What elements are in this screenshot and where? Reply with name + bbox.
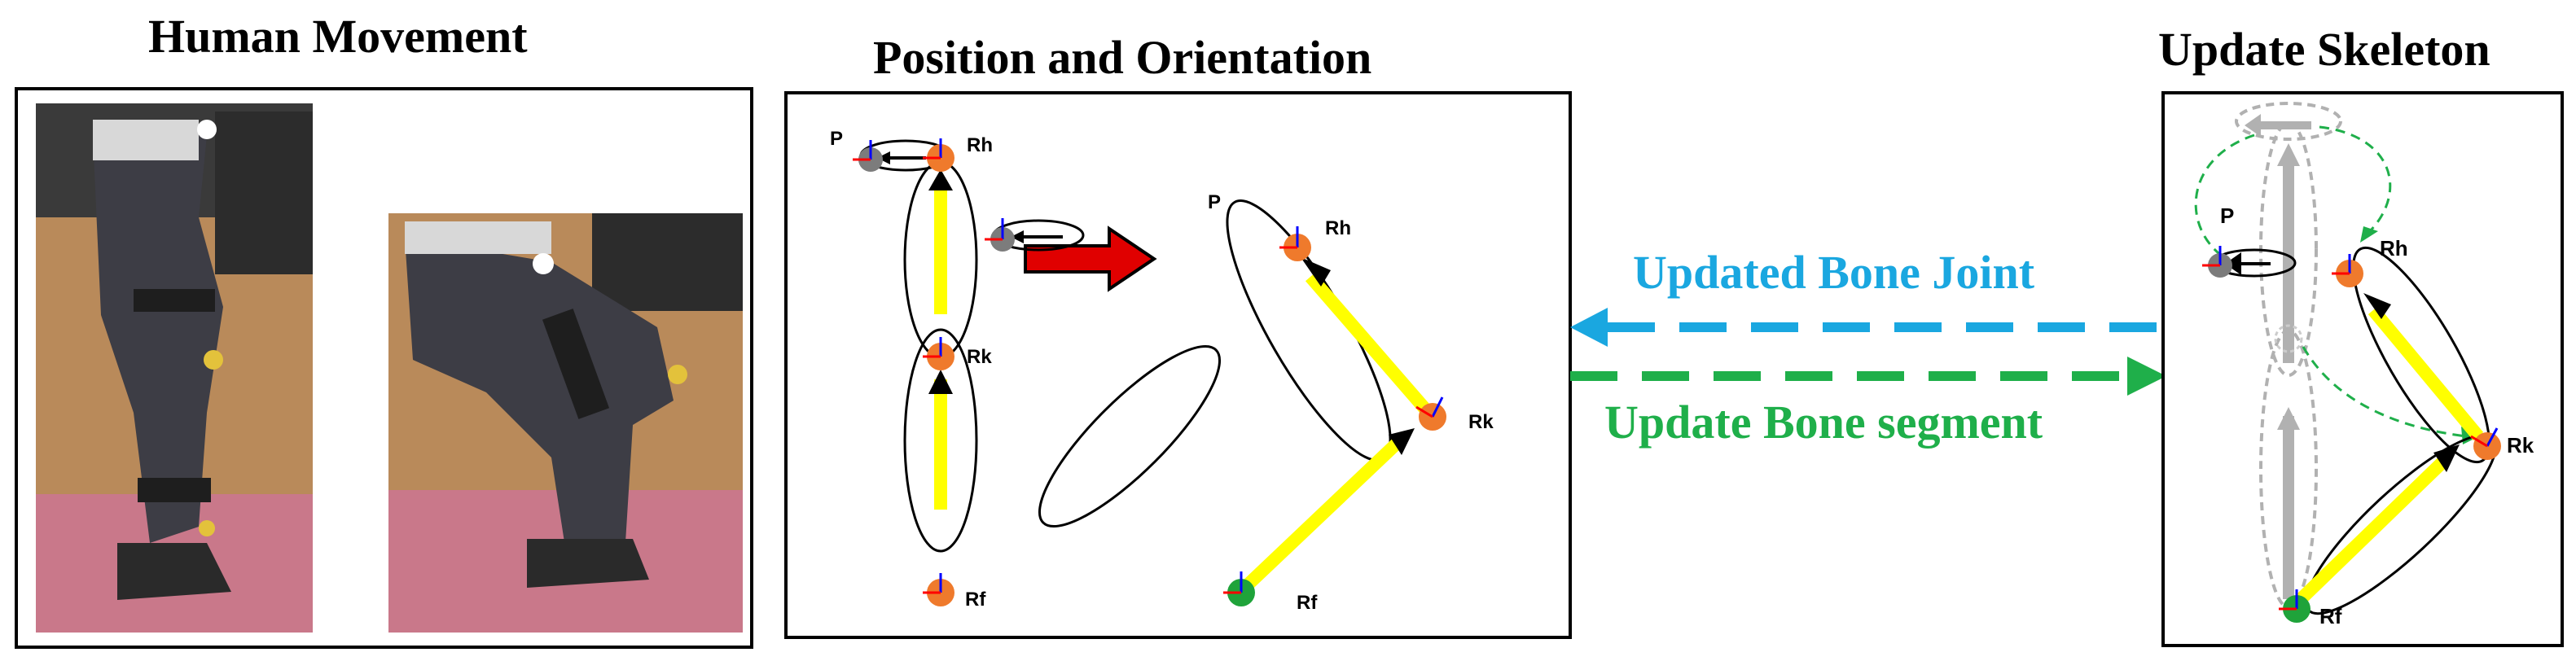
transform-arrow xyxy=(1024,225,1157,292)
ghost-skeleton xyxy=(2235,102,2342,609)
axes-hip-bent xyxy=(1279,226,1299,249)
label-pelvis-3: P xyxy=(2220,204,2234,228)
bone-shank-bent-head xyxy=(1389,428,1415,455)
label-pelvis-1: P xyxy=(830,128,843,150)
axes-pelvis-bent xyxy=(985,218,1004,241)
update-arrow-pelvis xyxy=(2194,134,2255,263)
photo-squatting xyxy=(388,213,743,633)
label-foot-2: Rf xyxy=(1297,592,1318,614)
bone-thigh-bent xyxy=(1305,272,1433,417)
axes-pelvis xyxy=(853,140,872,161)
label-knee-2: Rk xyxy=(1468,411,1494,433)
bone-envelope-thigh-bent xyxy=(1226,199,1392,462)
photo-standing xyxy=(36,103,313,633)
skeleton-straight: P Rh Rk Rf xyxy=(830,128,993,611)
current-skeleton: P Rh Rk Rf xyxy=(2202,204,2534,628)
squatting-photo-illustration xyxy=(388,213,743,633)
skeleton-bent: P Rh Rk Rf xyxy=(985,191,1494,614)
title-position-orientation: Position and Orientation xyxy=(873,31,1372,84)
update-arrow-hip xyxy=(2319,125,2392,234)
label-pelvis-2: P xyxy=(1208,191,1221,213)
update-skeleton-diagram: P Rh Rk Rf xyxy=(2194,102,2534,628)
standing-photo-illustration xyxy=(36,103,313,633)
position-orientation-panel: P Rh Rk Rf P Rh Rk xyxy=(784,91,1572,639)
label-hip-2: Rh xyxy=(1325,217,1351,239)
bone-thigh-head xyxy=(928,169,953,190)
arrow-update-bone-segment xyxy=(1570,357,2166,396)
label-hip-1: Rh xyxy=(967,134,993,156)
label-hip-3: Rh xyxy=(2380,236,2408,260)
axes-knee-bent xyxy=(1415,396,1444,418)
axes-hip xyxy=(923,138,942,160)
label-update-bone-segment: Update Bone segment xyxy=(1604,396,2043,449)
update-arrow-knee xyxy=(2302,346,2467,438)
bone-shank-bent xyxy=(1236,436,1405,596)
label-foot-3: Rf xyxy=(2319,604,2342,628)
axes-foot xyxy=(923,573,942,594)
axes-foot-bent xyxy=(1223,571,1243,594)
title-update-skeleton: Update Skeleton xyxy=(2158,23,2490,76)
label-foot-1: Rf xyxy=(965,589,986,611)
update-skeleton-panel: P Rh Rk Rf xyxy=(2161,91,2564,647)
title-human-movement: Human Movement xyxy=(148,10,528,63)
label-knee-3: Rk xyxy=(2507,433,2534,457)
bone-envelope-shank xyxy=(903,328,978,553)
bone-thigh-bent-head xyxy=(1301,257,1331,287)
label-updated-bone-joint: Updated Bone Joint xyxy=(1633,246,2035,299)
human-movement-panel xyxy=(15,87,753,649)
label-knee-1: Rk xyxy=(967,346,992,368)
position-orientation-diagram: P Rh Rk Rf P Rh Rk xyxy=(830,128,1494,614)
bone-envelope-shank-bent xyxy=(1038,344,1222,528)
axes-knee xyxy=(923,337,942,358)
arrow-updated-bone-joint xyxy=(1570,308,2157,347)
bone-shank-head xyxy=(928,370,953,394)
